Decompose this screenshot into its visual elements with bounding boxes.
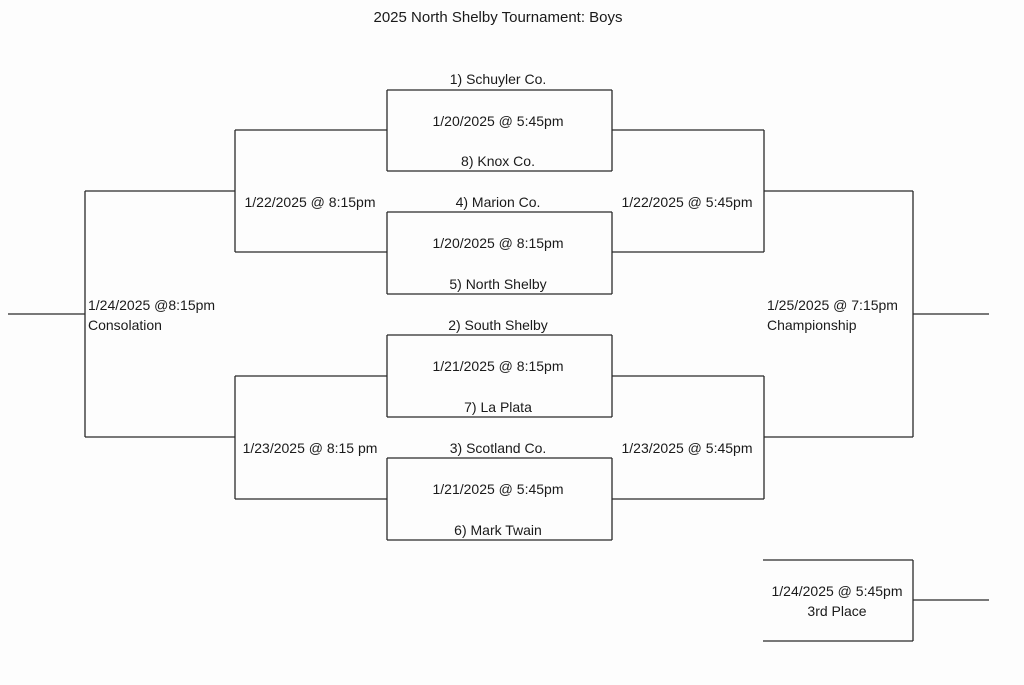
- consolation-bracket: [8, 190, 235, 438]
- game-box-3: [386, 334, 613, 418]
- team-5-north-shelby: 5) North Shelby: [449, 276, 547, 292]
- team-1-schuyler: 1) Schuyler Co.: [449, 71, 547, 87]
- right-semi-bottom-bracket: [612, 375, 765, 500]
- championship-time: 1/25/2025 @ 7:15pm: [767, 297, 898, 313]
- team-8-knox: 8) Knox Co.: [461, 153, 535, 169]
- championship-bracket: [764, 190, 989, 438]
- team-4-marion: 4) Marion Co.: [455, 194, 541, 210]
- right-semi-top-time: 1/22/2025 @ 5:45pm: [621, 194, 753, 210]
- game-1-time: 1/20/2025 @ 5:45pm: [432, 113, 564, 129]
- team-2-south-shelby: 2) South Shelby: [448, 317, 548, 333]
- consolation-label-block: 1/24/2025 @8:15pm Consolation: [88, 295, 215, 335]
- championship-label: Championship: [767, 317, 857, 333]
- right-semi-top-bracket: [612, 129, 765, 253]
- team-6-mark-twain: 6) Mark Twain: [454, 522, 542, 538]
- right-semi-bottom-time: 1/23/2025 @ 5:45pm: [621, 440, 753, 456]
- third-place-label: 3rd Place: [807, 603, 867, 619]
- team-3-scotland: 3) Scotland Co.: [449, 440, 547, 456]
- game-2-time: 1/20/2025 @ 8:15pm: [432, 235, 564, 251]
- left-semi-bottom-bracket: [234, 375, 387, 500]
- third-place-time: 1/24/2025 @ 5:45pm: [771, 583, 903, 599]
- consolation-time: 1/24/2025 @8:15pm: [88, 297, 216, 313]
- game-box-2: [386, 211, 613, 295]
- left-semi-top-time: 1/22/2025 @ 8:15pm: [244, 194, 376, 210]
- team-7-la-plata: 7) La Plata: [464, 399, 532, 415]
- game-3-time: 1/21/2025 @ 8:15pm: [432, 358, 564, 374]
- page-title: 2025 North Shelby Tournament: Boys: [373, 9, 623, 26]
- left-semi-bottom-time: 1/23/2025 @ 8:15 pm: [242, 440, 378, 456]
- consolation-label: Consolation: [88, 317, 162, 333]
- third-place-bracket: [763, 559, 989, 642]
- championship-label-block: 1/25/2025 @ 7:15pm Championship: [767, 295, 898, 335]
- left-semi-top-bracket: [234, 129, 387, 253]
- game-4-time: 1/21/2025 @ 5:45pm: [432, 481, 564, 497]
